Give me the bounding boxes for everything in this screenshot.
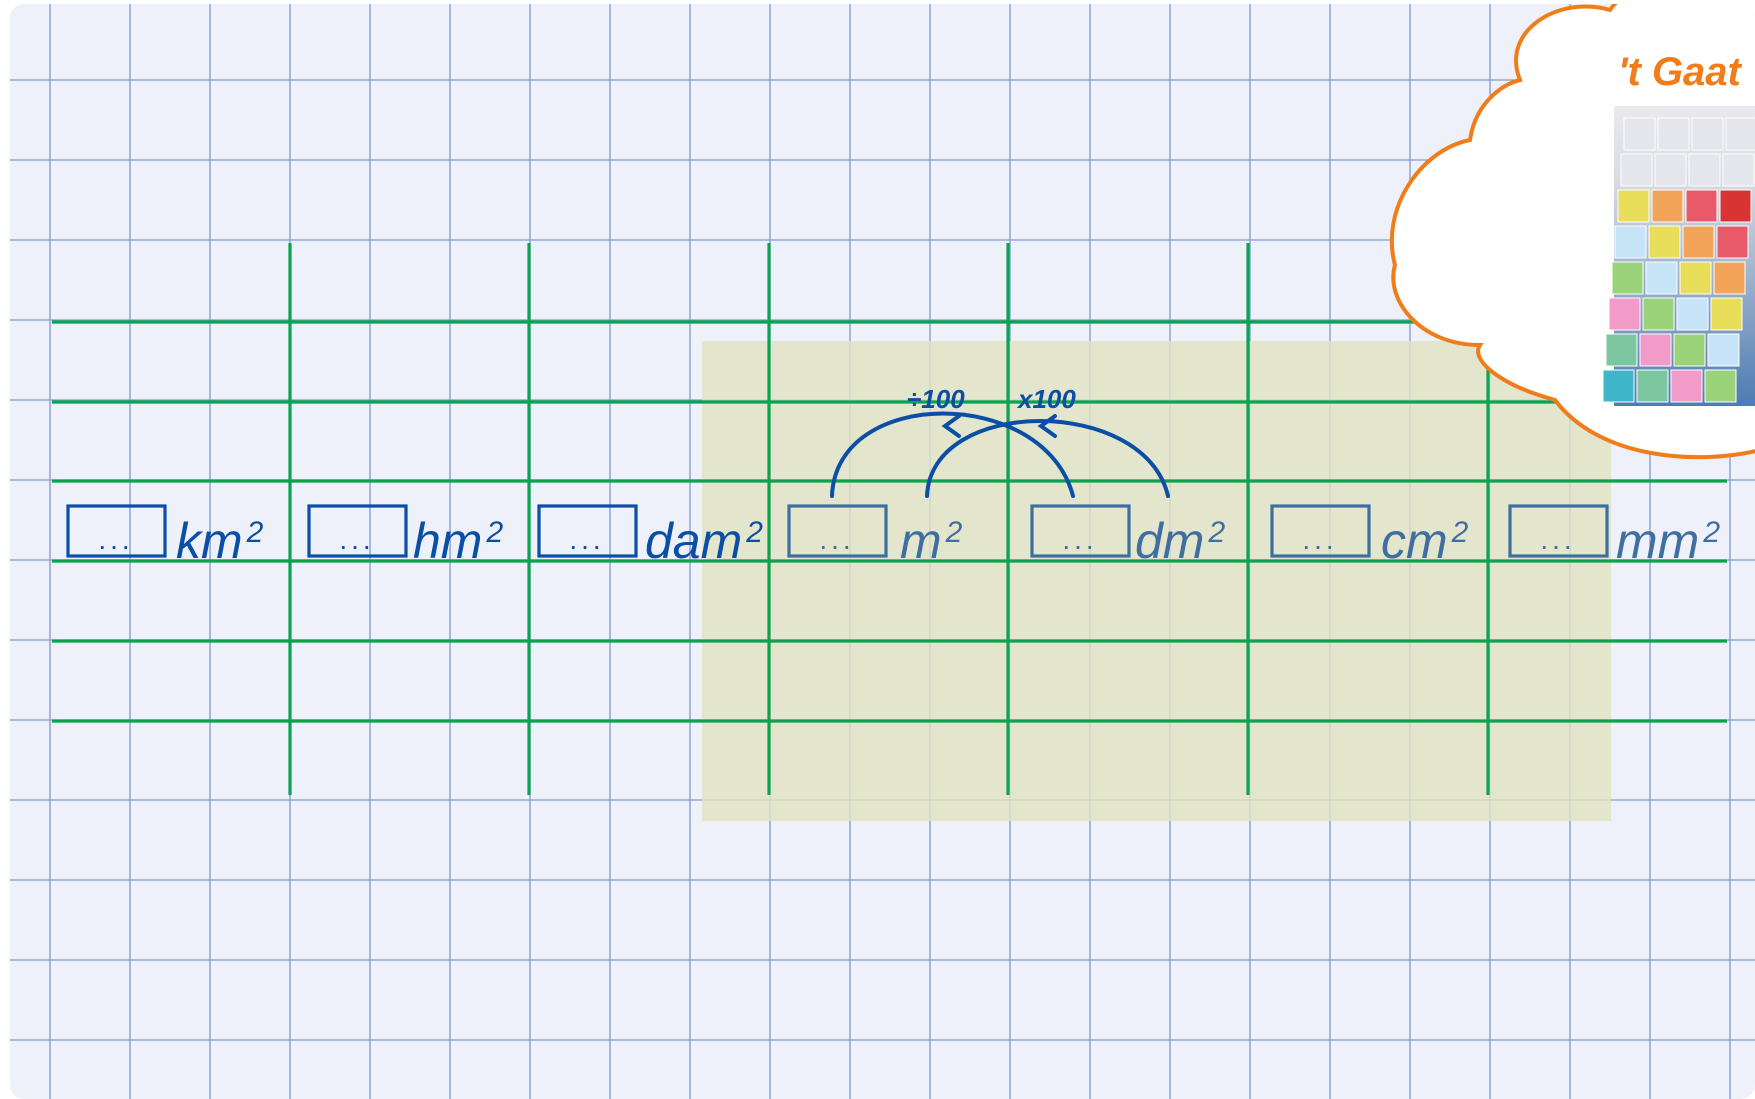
multiply-100-label: x100 [1016, 384, 1076, 414]
unit-name: hm [413, 513, 482, 569]
unit-exponent: 2 [485, 516, 503, 549]
quilt-tile [1673, 333, 1706, 367]
quilt-tile [1657, 117, 1690, 151]
quilt-tile [1707, 333, 1740, 367]
quilt-tile [1611, 261, 1644, 295]
unit-name: km [176, 513, 243, 569]
quilt-tile [1679, 261, 1712, 295]
answer-placeholder: ... [569, 524, 604, 555]
answer-placeholder: ... [339, 524, 374, 555]
quilt-tile [1710, 297, 1743, 331]
answer-box[interactable] [66, 504, 167, 558]
quilt-tile [1651, 189, 1684, 223]
unit-exponent: 2 [1451, 516, 1469, 549]
answer-box[interactable] [1270, 504, 1371, 558]
quilt-tile [1645, 261, 1678, 295]
quilt-tile [1623, 117, 1656, 151]
unit-name: cm [1381, 513, 1448, 569]
unit-exponent: 2 [246, 516, 264, 549]
quilt-tile [1636, 369, 1669, 403]
thought-cloud-badge: 't Gaat [1389, 4, 1755, 460]
quilt-tile [1648, 225, 1681, 259]
arc-dm-to-m-left [925, 419, 1170, 498]
unit-name: mm [1616, 513, 1699, 569]
quilt-photo [1602, 106, 1755, 406]
unit-exponent: 2 [1702, 516, 1720, 549]
answer-placeholder: ... [819, 524, 854, 555]
answer-placeholder: ... [1540, 524, 1575, 555]
answer-placeholder: ... [98, 524, 133, 555]
unit-exponent: 2 [1207, 516, 1225, 549]
arc-m-to-dm-right [830, 411, 1075, 498]
quilt-tile [1605, 333, 1638, 367]
quilt-tile [1654, 153, 1687, 187]
quilt-tile [1725, 117, 1755, 151]
quilt-tile [1691, 117, 1724, 151]
quilt-tile [1602, 369, 1635, 403]
quilt-tile [1685, 189, 1718, 223]
answer-placeholder: ... [1062, 524, 1097, 555]
quilt-tile [1620, 153, 1653, 187]
badge-title: 't Gaat [1618, 50, 1743, 94]
quilt-tile [1722, 153, 1755, 187]
unit-name: m [900, 513, 942, 569]
quilt-tile [1682, 225, 1715, 259]
answer-box[interactable] [537, 504, 638, 558]
quilt-tile [1713, 261, 1746, 295]
arrowhead-left-icon [1037, 414, 1057, 438]
highlight-area [702, 341, 1611, 821]
unit-exponent: 2 [745, 516, 763, 549]
quilt-tile [1676, 297, 1709, 331]
quilt-tile [1614, 225, 1647, 259]
unit-name: dm [1135, 513, 1204, 569]
quilt-tile [1670, 369, 1703, 403]
answer-placeholder: ... [1302, 524, 1337, 555]
quilt-tile [1639, 333, 1672, 367]
quilt-tile [1688, 153, 1721, 187]
quilt-tile [1704, 369, 1737, 403]
unit-exponent: 2 [945, 516, 963, 549]
quilt-tile [1642, 297, 1675, 331]
quilt-tile [1617, 189, 1650, 223]
quilt-tile [1716, 225, 1749, 259]
divide-100-label: ÷100 [907, 384, 965, 414]
quilt-tile [1608, 297, 1641, 331]
unit-name: dam [645, 513, 742, 569]
arrowhead-left-icon [941, 414, 961, 438]
conversion-arrows [830, 411, 1170, 498]
answer-box[interactable] [787, 504, 888, 558]
conversion-table-lines [52, 243, 1727, 795]
answer-box[interactable] [307, 504, 408, 558]
answer-box[interactable] [1508, 504, 1609, 558]
quilt-tile [1719, 189, 1752, 223]
answer-box[interactable] [1030, 504, 1131, 558]
